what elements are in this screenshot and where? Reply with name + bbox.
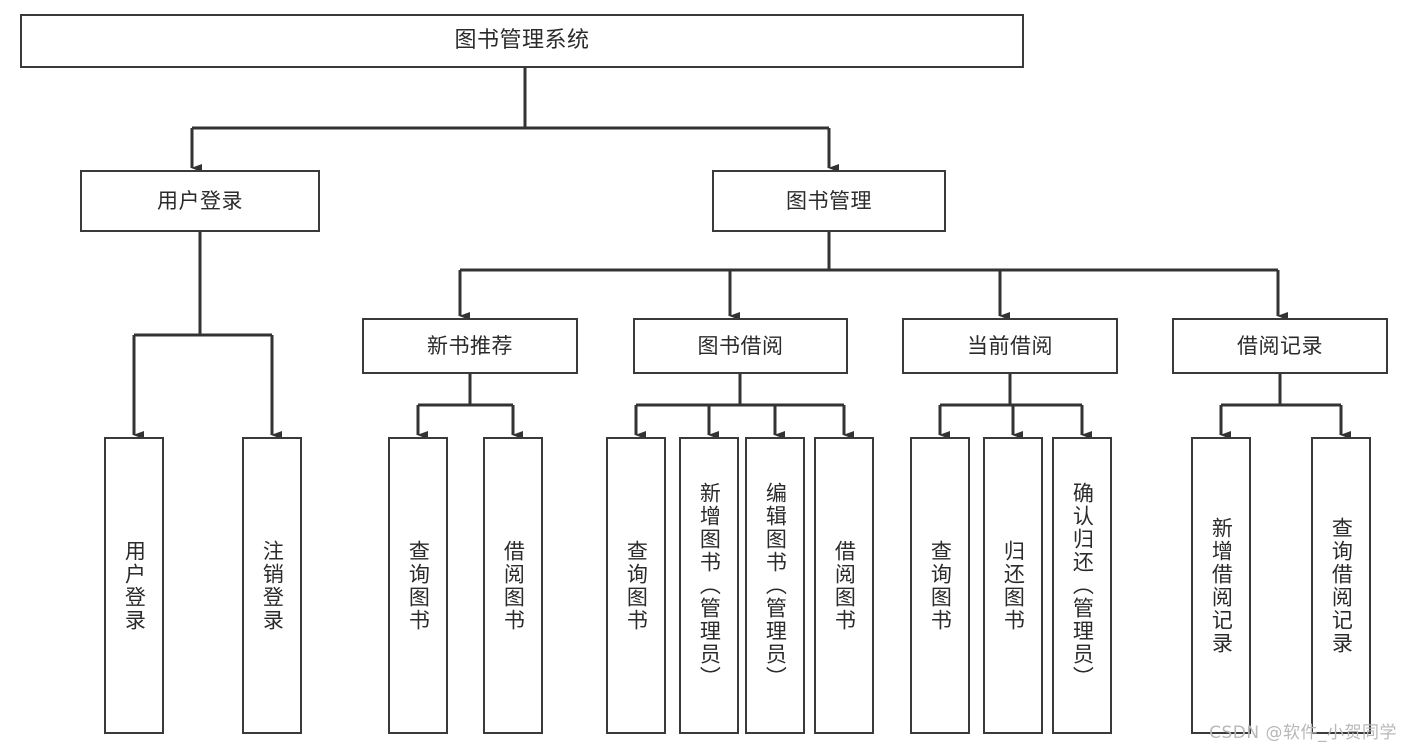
node-current-borrow[interactable]: 当前借阅 [902,318,1118,374]
node-label-new-book-rec: 新书推荐 [427,333,513,358]
node-label-leaf-borrow-book-1: 借阅图书 [501,539,526,632]
node-borrow-record[interactable]: 借阅记录 [1172,318,1388,374]
node-label-leaf-add-record: 新增借阅记录 [1209,516,1234,655]
node-label-current-borrow: 当前借阅 [967,333,1053,358]
node-label-leaf-borrow-book-2: 借阅图书 [832,539,857,632]
node-leaf-return-book[interactable]: 归还图书 [983,437,1043,734]
node-leaf-user-login[interactable]: 用户登录 [104,437,164,734]
node-label-leaf-query-record: 查询借阅记录 [1329,516,1354,655]
node-label-book-manage: 图书管理 [786,188,872,213]
node-leaf-borrow-book-2[interactable]: 借阅图书 [814,437,874,734]
node-root[interactable]: 图书管理系统 [20,14,1024,68]
node-leaf-borrow-book-1[interactable]: 借阅图书 [483,437,543,734]
node-new-book-rec[interactable]: 新书推荐 [362,318,578,374]
node-label-leaf-user-logout: 注销登录 [260,539,285,632]
node-leaf-confirm-return[interactable]: 确认归还（管理员） [1052,437,1112,734]
node-leaf-add-record[interactable]: 新增借阅记录 [1191,437,1251,734]
node-label-leaf-confirm-return: 确认归还（管理员） [1070,482,1095,689]
node-label-user-login: 用户登录 [157,188,243,213]
node-label-leaf-edit-book: 编辑图书（管理员） [763,482,788,689]
node-leaf-query-record[interactable]: 查询借阅记录 [1311,437,1371,734]
node-leaf-query-book-2[interactable]: 查询图书 [606,437,666,734]
node-label-leaf-add-book: 新增图书（管理员） [697,482,722,689]
node-leaf-query-book-3[interactable]: 查询图书 [910,437,970,734]
watermark-text: CSDN @软件_小贺同学 [1209,723,1397,743]
node-leaf-add-book[interactable]: 新增图书（管理员） [679,437,739,734]
node-leaf-edit-book[interactable]: 编辑图书（管理员） [745,437,805,734]
node-user-login[interactable]: 用户登录 [80,170,320,232]
connector-edges [132,68,1351,439]
node-label-root: 图书管理系统 [454,28,590,54]
node-book-borrow[interactable]: 图书借阅 [633,318,848,374]
node-label-leaf-return-book: 归还图书 [1001,539,1026,632]
node-label-leaf-query-book-1: 查询图书 [406,539,431,632]
node-leaf-query-book-1[interactable]: 查询图书 [388,437,448,734]
node-label-leaf-query-book-2: 查询图书 [624,539,649,632]
node-book-manage[interactable]: 图书管理 [712,170,946,232]
node-leaf-user-logout[interactable]: 注销登录 [242,437,302,734]
node-label-book-borrow: 图书借阅 [697,333,784,358]
node-label-leaf-user-login: 用户登录 [122,539,147,632]
node-label-borrow-record: 借阅记录 [1237,333,1323,358]
node-label-leaf-query-book-3: 查询图书 [928,539,953,632]
